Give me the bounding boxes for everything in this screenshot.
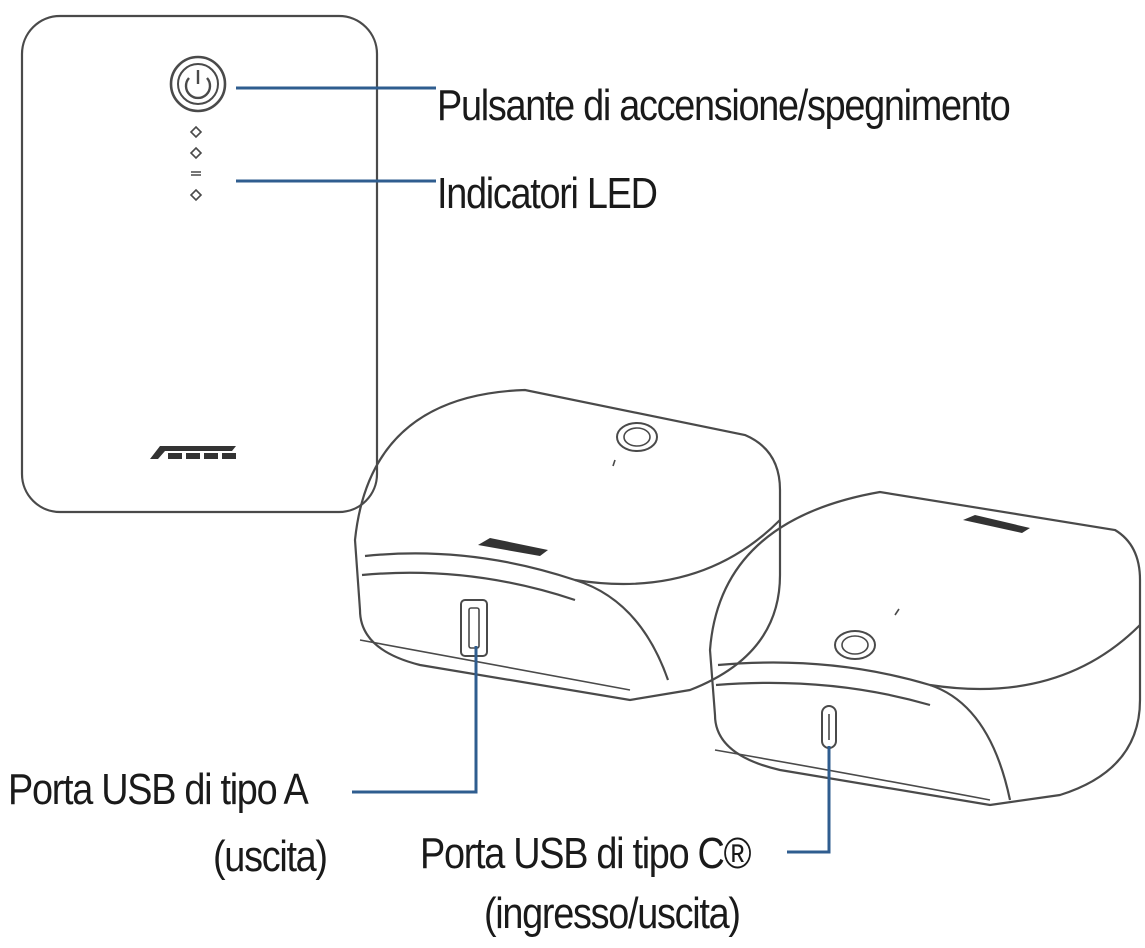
device-usb-a-view — [353, 388, 782, 702]
led-indicator-icon — [189, 125, 203, 202]
device-front-view — [20, 14, 379, 514]
callout-line-usb-c — [787, 746, 831, 854]
callout-usb-c-subtitle: (ingresso/uscita) — [484, 889, 741, 938]
asus-logo-front — [150, 446, 236, 459]
callout-usb-a-title: Porta USB di tipo A — [8, 765, 309, 814]
usb-a-port-icon — [460, 599, 488, 657]
callout-led-indicators: Indicatori LED — [437, 169, 658, 218]
callout-usb-a-subtitle: (uscita) — [213, 832, 328, 881]
callout-usb-c-title: Porta USB di tipo C® — [420, 829, 751, 878]
device-front-body — [20, 14, 379, 514]
callout-line-usb-a — [352, 646, 478, 794]
asus-logo-top — [478, 538, 548, 556]
callout-power-button: Pulsante di accensione/spegnimento — [437, 81, 1011, 130]
device-usb-c-view — [708, 490, 1142, 807]
asus-logo-top-2 — [963, 515, 1030, 533]
power-icon — [169, 55, 227, 113]
usb-c-port-icon — [821, 705, 837, 749]
callout-lines — [236, 86, 831, 854]
